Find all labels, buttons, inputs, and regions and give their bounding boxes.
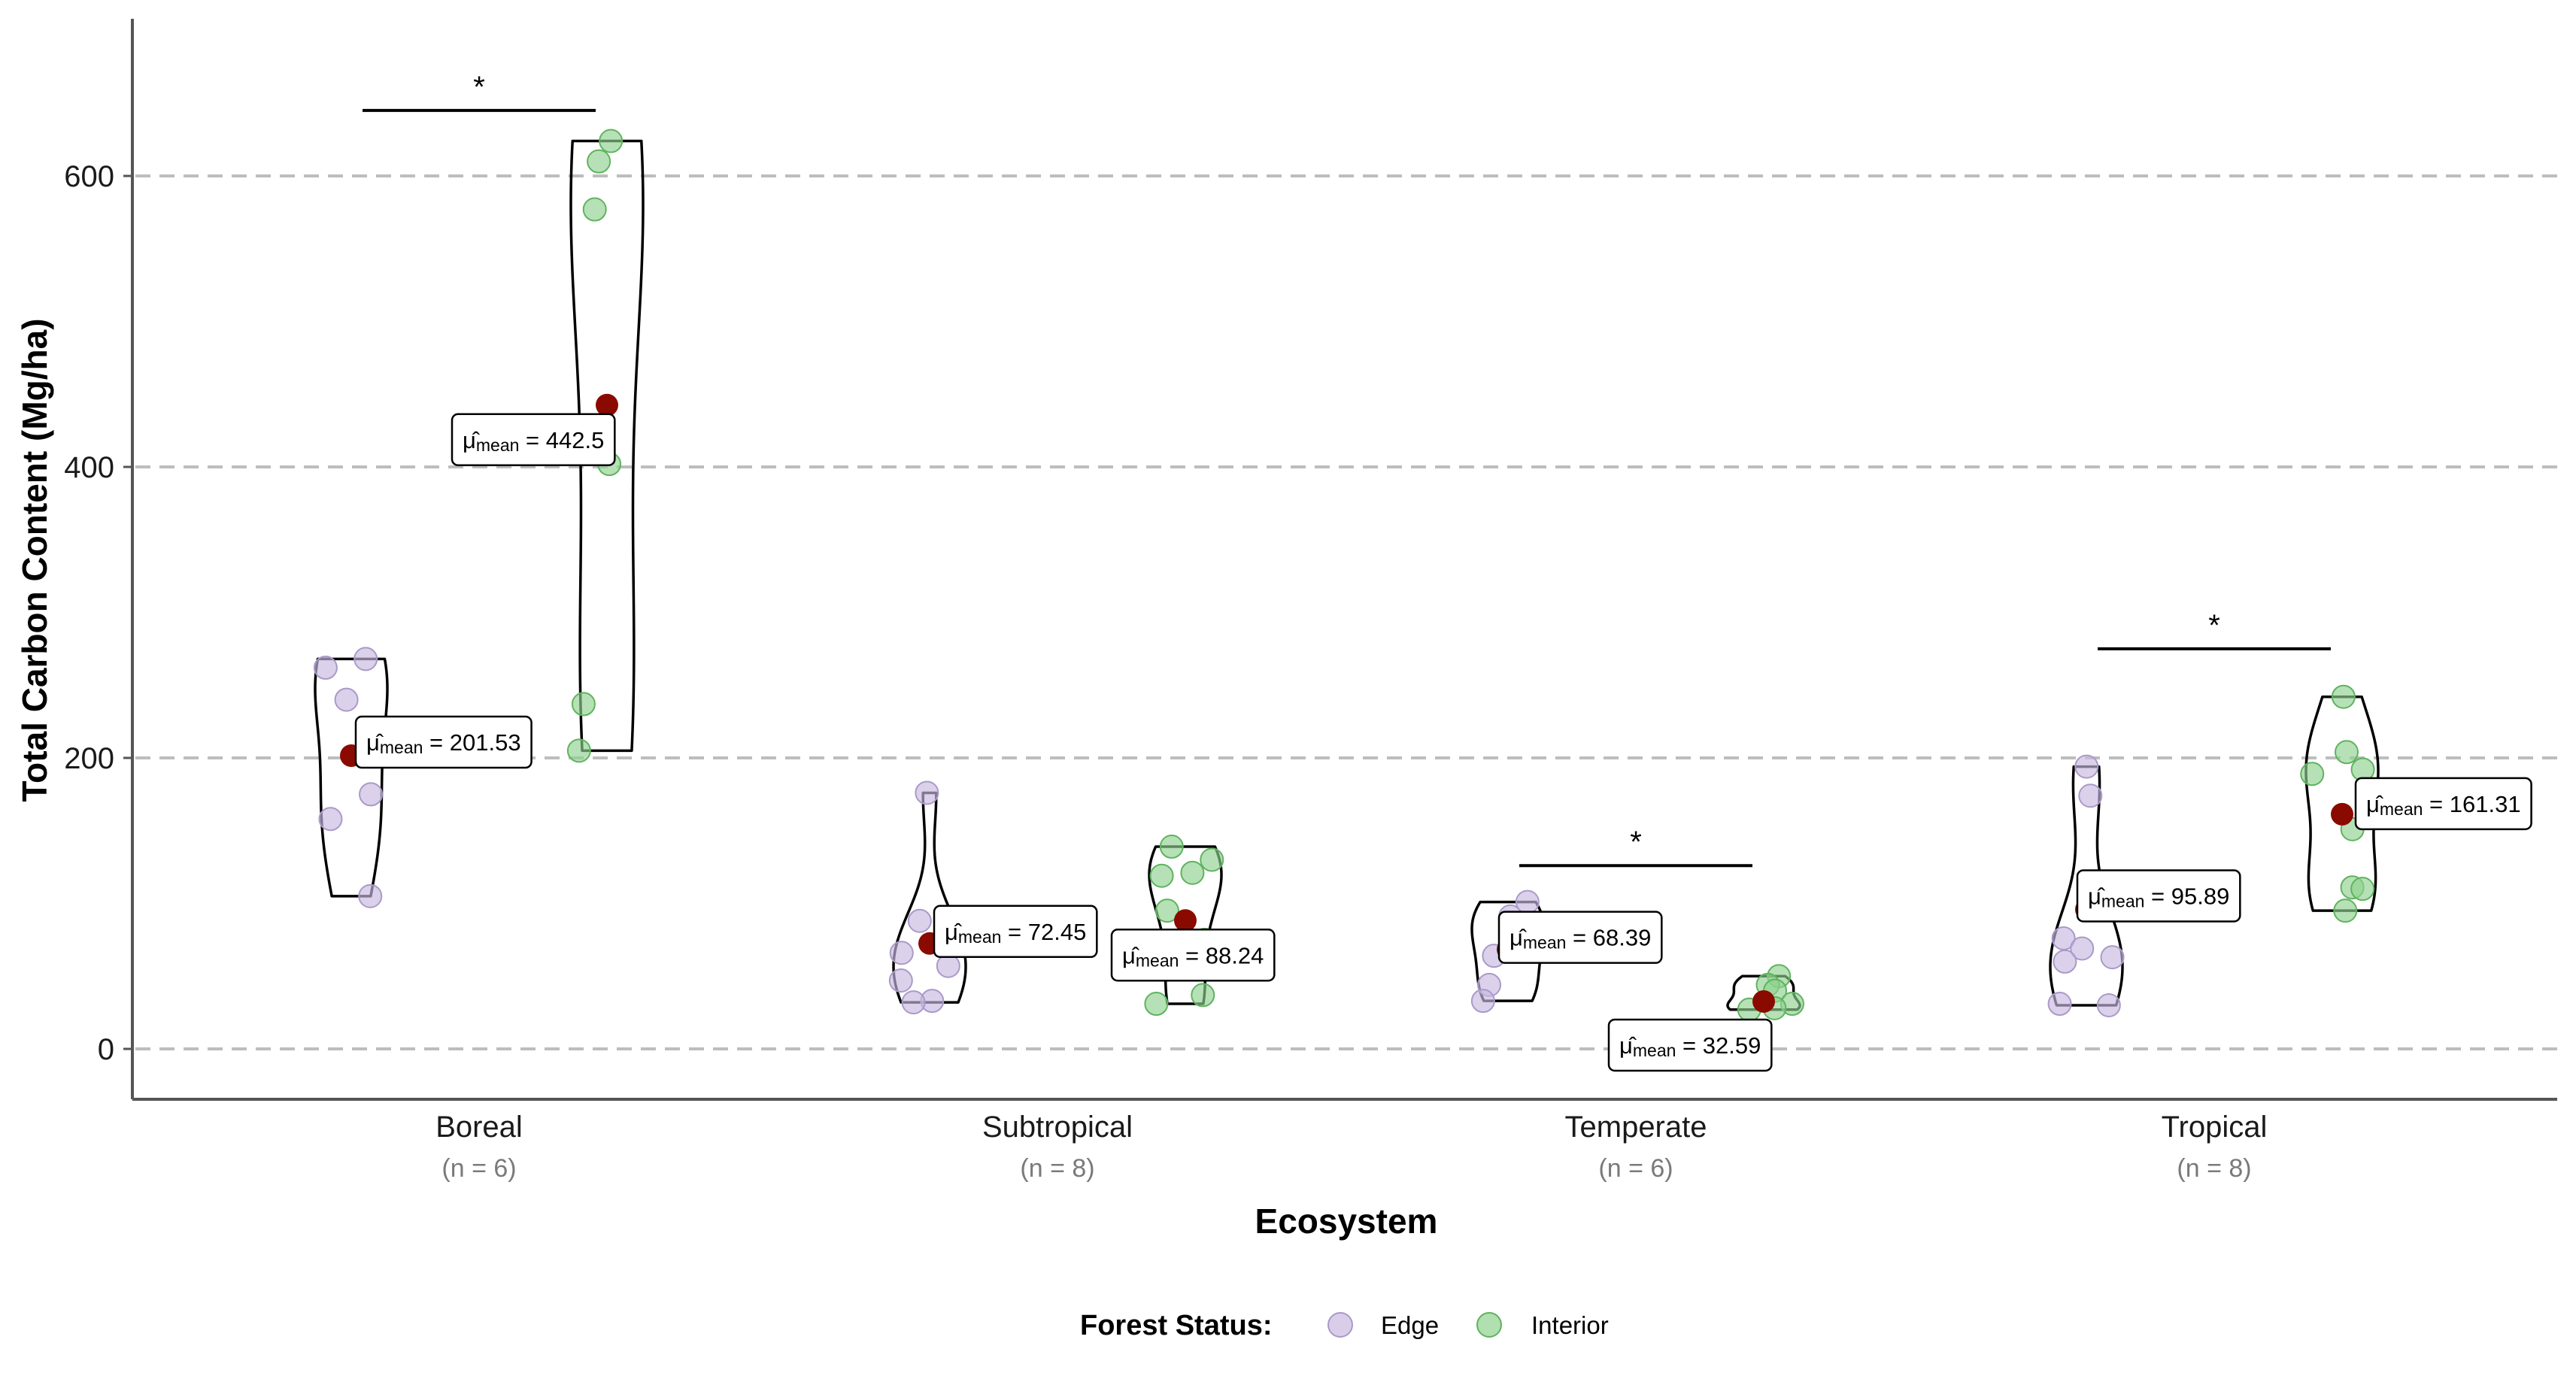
- x-tick-labels: Boreal (n = 6) Subtropical (n = 8) Temperate…: [435, 1111, 2267, 1183]
- point-subtropical-edge: [888, 968, 913, 993]
- violin-tropical-edge: [2049, 765, 2124, 1007]
- point-subtropical-interior: [1180, 860, 1205, 885]
- point-boreal-interior: [566, 738, 591, 763]
- n-count-boreal: (n = 6): [441, 1154, 516, 1183]
- mean-point-boreal-interior: [596, 393, 618, 417]
- mean-label-boreal-interior: μ̂mean = 442.5: [451, 413, 616, 467]
- point-boreal-edge: [358, 883, 383, 908]
- x-axis-title: Ecosystem: [1255, 1202, 1438, 1241]
- x-tick-label-boreal: Boreal: [435, 1111, 523, 1144]
- point-boreal-edge: [353, 647, 378, 671]
- point-subtropical-edge: [936, 953, 960, 978]
- point-tropical-interior: [2333, 899, 2358, 923]
- mean-point-tropical-interior: [2331, 802, 2353, 826]
- mean-point-subtropical-interior: [1174, 909, 1197, 932]
- significance-star-tropical: *: [2208, 609, 2220, 642]
- point-subtropical-interior: [1159, 835, 1184, 859]
- y-tick-label-0: 0: [98, 1033, 114, 1066]
- mean-label-temperate-edge: μ̂mean = 68.39: [1497, 911, 1663, 964]
- data-points: [313, 129, 2375, 1022]
- mean-label-temperate-interior: μ̂mean = 32.59: [1607, 1018, 1773, 1072]
- svg-text:μ̂mean = 72.45: μ̂mean = 72.45: [945, 919, 1086, 947]
- y-tick-label-600: 600: [64, 160, 114, 193]
- point-boreal-interior: [582, 197, 607, 222]
- violins: [314, 139, 2380, 1011]
- point-boreal-interior: [571, 692, 596, 717]
- point-subtropical-interior: [1154, 899, 1179, 923]
- mean-points: [340, 393, 2353, 1013]
- y-axis-title: Total Carbon Content (Mg/ha): [15, 318, 54, 802]
- point-boreal-interior: [587, 149, 611, 174]
- point-tropical-interior: [2350, 877, 2375, 902]
- svg-text:μ̂mean = 88.24: μ̂mean = 88.24: [1122, 942, 1264, 970]
- point-subtropical-edge: [907, 908, 932, 933]
- point-subtropical-edge: [889, 941, 914, 965]
- y-tick-label-400: 400: [64, 451, 114, 484]
- point-tropical-interior: [2334, 740, 2359, 765]
- n-count-subtropical: (n = 8): [1020, 1154, 1094, 1183]
- point-tropical-interior: [2331, 684, 2356, 709]
- significance-star-boreal: *: [473, 71, 485, 104]
- mean-label-boreal-edge: μ̂mean = 201.53: [354, 715, 532, 769]
- legend-swatch-interior: [1476, 1312, 1502, 1338]
- legend-title: Forest Status:: [1080, 1310, 1272, 1341]
- mean-point-temperate-interior: [1752, 989, 1775, 1013]
- point-subtropical-interior: [1200, 847, 1224, 872]
- svg-text:μ̂mean = 442.5: μ̂mean = 442.5: [463, 427, 604, 455]
- mean-label-subtropical-edge: μ̂mean = 72.45: [933, 905, 1098, 959]
- point-tropical-edge: [2078, 783, 2103, 808]
- significance-star-temperate: *: [1630, 826, 1642, 859]
- violin-boreal-interior: [569, 139, 645, 753]
- point-tropical-interior: [2300, 762, 2325, 786]
- point-subtropical-interior: [1144, 992, 1169, 1017]
- legend-label-edge: Edge: [1381, 1311, 1439, 1339]
- point-tropical-edge: [2053, 949, 2077, 974]
- y-tick-label-200: 200: [64, 742, 114, 775]
- x-tick-label-temperate: Temperate: [1565, 1111, 1707, 1144]
- legend-label-interior: Interior: [1531, 1311, 1609, 1339]
- point-boreal-edge: [359, 782, 384, 807]
- point-tropical-edge: [2074, 754, 2099, 779]
- point-subtropical-interior: [1149, 863, 1174, 888]
- significance-brackets: * * *: [363, 71, 2331, 868]
- point-tropical-edge: [2070, 936, 2095, 961]
- point-subtropical-interior: [1191, 983, 1215, 1008]
- point-tropical-edge: [2096, 993, 2121, 1017]
- gridlines: [135, 174, 2557, 1050]
- point-tropical-edge: [2047, 992, 2072, 1017]
- point-subtropical-edge: [915, 780, 939, 805]
- point-boreal-edge: [318, 807, 343, 832]
- n-count-tropical: (n = 8): [2177, 1154, 2251, 1183]
- legend: Forest Status: Edge Interior: [1080, 1310, 1609, 1341]
- mean-label-tropical-edge: μ̂mean = 95.89: [2076, 869, 2241, 923]
- axes: [131, 19, 2557, 1101]
- violin-tropical-interior: [2304, 695, 2380, 912]
- point-boreal-edge: [313, 656, 338, 680]
- x-tick-label-tropical: Tropical: [2162, 1111, 2268, 1144]
- n-count-temperate: (n = 6): [1598, 1154, 1673, 1183]
- legend-swatch-edge: [1327, 1312, 1353, 1338]
- svg-text:μ̂mean = 161.31: μ̂mean = 161.31: [2366, 791, 2521, 819]
- x-tick-label-subtropical: Subtropical: [982, 1111, 1133, 1144]
- point-subtropical-edge: [901, 990, 926, 1015]
- point-tropical-edge: [2100, 945, 2125, 970]
- point-tropical-edge: [2051, 926, 2076, 950]
- mean-label-subtropical-interior: μ̂mean = 88.24: [1110, 929, 1276, 982]
- mean-labels: μ̂mean = 201.53 μ̂mean = 442.5 μ̂mean = 72…: [354, 413, 2532, 1072]
- point-boreal-edge: [334, 687, 359, 712]
- mean-label-tropical-interior: μ̂mean = 161.31: [2354, 777, 2532, 831]
- point-boreal-interior: [599, 129, 624, 153]
- point-temperate-edge: [1470, 989, 1495, 1014]
- y-tick-labels: 0 200 400 600: [64, 160, 132, 1066]
